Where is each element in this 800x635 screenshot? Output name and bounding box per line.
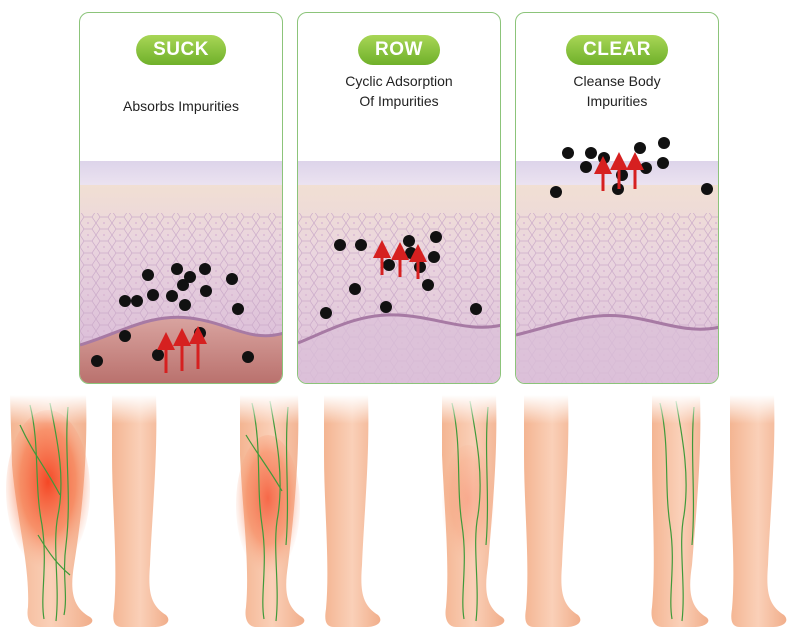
particles bbox=[320, 231, 482, 319]
panel-clear: CLEAR Cleanse Body Impurities bbox=[515, 12, 719, 384]
legs-illustration bbox=[0, 395, 800, 635]
skin-illustration bbox=[516, 137, 718, 383]
skin-illustration bbox=[298, 161, 500, 383]
skin-illustration bbox=[80, 161, 282, 383]
badge-clear: CLEAR bbox=[566, 35, 668, 65]
caption-line: Cleanse Body bbox=[573, 73, 661, 89]
caption-line: Cyclic Adsorption bbox=[345, 73, 453, 89]
caption-suck: Absorbs Impurities bbox=[80, 96, 282, 116]
release-arrows bbox=[594, 152, 644, 191]
particles bbox=[91, 263, 254, 367]
caption-line: Absorbs Impurities bbox=[123, 98, 239, 114]
badge-row: ROW bbox=[358, 35, 440, 65]
suction-arrows bbox=[157, 326, 207, 373]
panel-suck: SUCK Absorbs Impurities bbox=[79, 12, 283, 384]
badge-suck: SUCK bbox=[136, 35, 226, 65]
caption-line: Of Impurities bbox=[359, 93, 439, 109]
caption-clear: Cleanse Body Impurities bbox=[516, 71, 718, 111]
cycle-arrows bbox=[373, 240, 427, 279]
caption-row: Cyclic Adsorption Of Impurities bbox=[298, 71, 500, 111]
caption-line: Impurities bbox=[586, 93, 648, 109]
panel-row: ROW Cyclic Adsorption Of Impurities bbox=[297, 12, 501, 384]
